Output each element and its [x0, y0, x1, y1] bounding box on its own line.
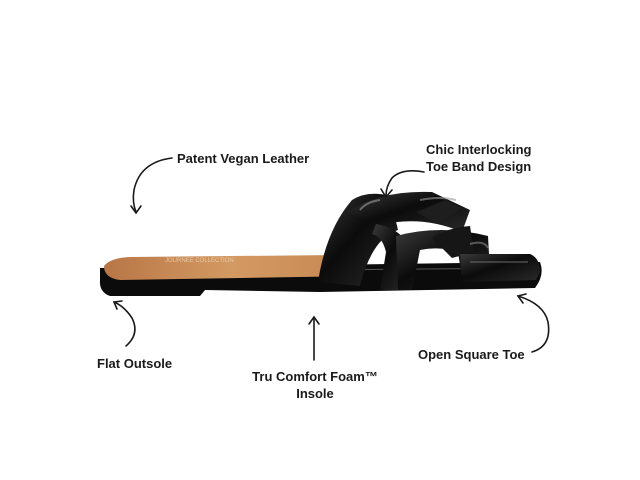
- toe-box: [460, 254, 540, 282]
- callout-open-square-toe: Open Square Toe: [418, 346, 525, 363]
- callout-line-1: Chic Interlocking: [426, 142, 532, 157]
- callout-chic-interlocking: Chic Interlocking Toe Band Design: [426, 141, 531, 175]
- callout-line-1: Tru Comfort Foam™: [252, 369, 378, 384]
- arrow-open: [517, 295, 550, 353]
- callout-text: Flat Outsole: [97, 356, 173, 371]
- callout-patent-vegan-leather: Patent Vegan Leather: [177, 150, 309, 167]
- strap-cross-2: [432, 226, 474, 258]
- arrow-flat: [113, 301, 136, 347]
- insole-brand-mark: JOURNEE COLLECTION: [165, 258, 234, 264]
- callout-flat-outsole: Flat Outsole: [97, 355, 172, 372]
- arrow-chic: [385, 170, 425, 197]
- callout-comfort-foam-insole: Tru Comfort Foam™ Insole: [250, 368, 380, 402]
- callout-line-2: Insole: [296, 386, 334, 401]
- callout-text: Patent Vegan Leather: [177, 151, 310, 166]
- arrow-patent: [132, 157, 173, 213]
- insole: [104, 255, 360, 280]
- callout-text: Open Square Toe: [418, 347, 525, 362]
- callout-line-2: Toe Band Design: [426, 159, 532, 174]
- strap-cross-1: [416, 200, 462, 224]
